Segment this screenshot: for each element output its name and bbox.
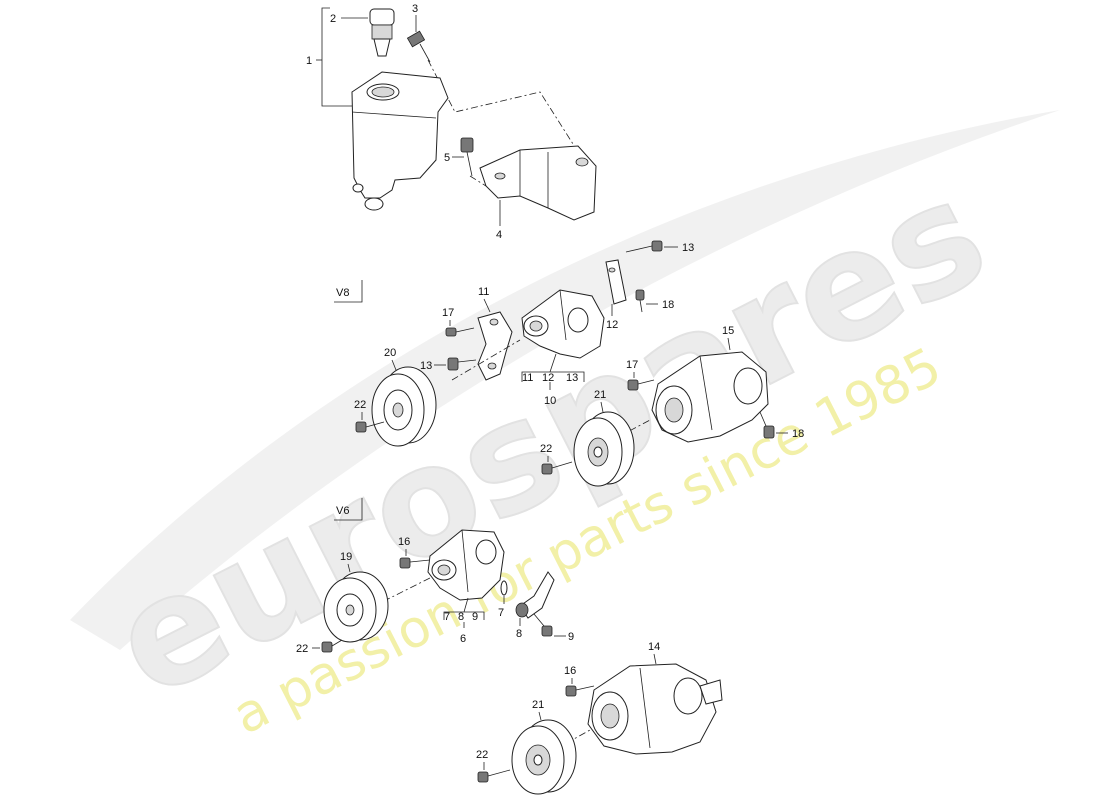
callout-14: 14 [648, 641, 660, 653]
callout-17a: 17 [442, 307, 454, 319]
callout-16a: 16 [398, 536, 410, 548]
pump-14 [587, 663, 723, 755]
screw-22d [477, 769, 511, 783]
screw-17a [445, 327, 475, 337]
callout-8a: 8 [458, 611, 464, 623]
callout-1: 1 [306, 55, 312, 67]
pulley-19 [323, 571, 389, 643]
reservoir-cap [369, 8, 395, 57]
callout-9b: 9 [568, 631, 574, 643]
screw-13a [625, 240, 663, 253]
callout-22a: 22 [354, 399, 366, 411]
callout-12a: 12 [606, 319, 618, 331]
screw-22a [355, 421, 385, 433]
pulley-21a [573, 411, 635, 487]
callout-18b: 18 [792, 428, 804, 440]
bracket-group: 5 4 [444, 137, 597, 241]
variant-v6: V6 [334, 498, 363, 521]
screw-9 [533, 613, 553, 637]
screw-16b [565, 685, 595, 697]
v8-pump-assembly-10: 13 18 12 11 17 [420, 240, 694, 407]
callout-22d: 22 [476, 749, 488, 761]
callout-15: 15 [722, 325, 734, 337]
v6-pump-assembly-6: 16 7 8 9 6 7 8 [398, 529, 574, 645]
callout-22b: 22 [540, 443, 552, 455]
screw-3 [406, 30, 431, 63]
callout-18a: 18 [662, 299, 674, 311]
callout-7a: 7 [444, 611, 450, 623]
screw-22b [541, 461, 573, 475]
callout-11a: 11 [478, 286, 489, 298]
callout-5: 5 [444, 152, 450, 164]
callout-16b: 16 [564, 665, 576, 677]
pulley-20 [371, 366, 437, 447]
callout-13c: 13 [566, 372, 578, 384]
callout-19: 19 [340, 551, 352, 563]
screw-17b [627, 379, 655, 391]
callout-8b: 8 [516, 628, 522, 640]
callout-17b: 17 [626, 359, 638, 371]
callout-6: 6 [460, 633, 466, 645]
screw-18a [635, 289, 645, 313]
v8-pulley-group-20: 20 22 [354, 347, 437, 447]
screw-16a [399, 557, 431, 569]
variant-v6-label: V6 [336, 505, 349, 517]
callout-21a: 21 [594, 389, 606, 401]
o-ring-7 [500, 580, 508, 596]
callout-20: 20 [384, 347, 396, 359]
variant-v8: V8 [334, 280, 363, 303]
callout-22c: 22 [296, 643, 308, 655]
callout-7b: 7 [498, 607, 504, 619]
callout-10: 10 [544, 395, 556, 407]
screw-22c [321, 639, 343, 653]
watermark-swoosh [70, 110, 1060, 650]
watermark-brand: eurospares [87, 146, 1011, 732]
pump-bracket [479, 145, 597, 221]
screw-5 [460, 137, 474, 177]
v6-pulley-group-19: 19 22 [296, 551, 431, 655]
callout-3: 3 [412, 3, 418, 15]
callout-4: 4 [496, 229, 502, 241]
callout-9a: 9 [472, 611, 478, 623]
reservoir-group: 1 2 3 [306, 3, 581, 211]
elbow-fitting-8 [515, 571, 555, 619]
callout-12b: 12 [542, 372, 554, 384]
callout-13b: 13 [420, 360, 432, 372]
callout-21b: 21 [532, 699, 544, 711]
callout-2: 2 [330, 13, 336, 25]
screw-18b [759, 411, 775, 439]
bracket-12 [605, 259, 627, 305]
pulley-21b [511, 719, 577, 795]
bracket-1 [321, 7, 330, 107]
v8-pump-assembly-15: 15 17 18 21 22 [540, 325, 804, 487]
v6-pump [427, 529, 505, 601]
variant-v8-label: V8 [336, 287, 349, 299]
bracket-11 [477, 311, 513, 381]
v8-pump [521, 289, 605, 359]
reservoir-tank [351, 71, 449, 211]
callout-13a: 13 [682, 242, 694, 254]
pump-15 [651, 351, 769, 443]
v6-pump-assembly-14: 14 16 21 22 [476, 641, 723, 795]
screw-13b [447, 357, 477, 371]
callout-11b: 11 [522, 372, 533, 384]
